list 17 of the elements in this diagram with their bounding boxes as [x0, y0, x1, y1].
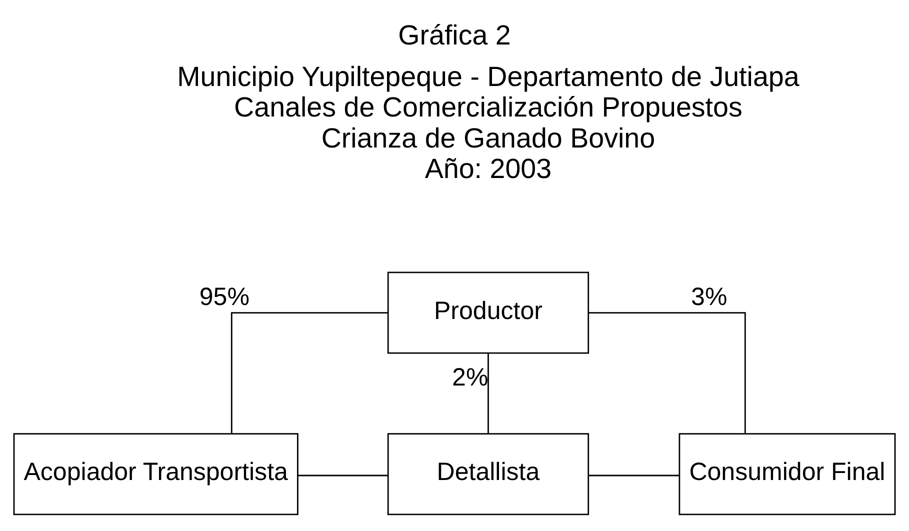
diagram-title: Gráfica 2: [398, 19, 511, 50]
node-box: Detallista: [387, 433, 590, 516]
label: Canales de Comercialización Propuestos: [234, 92, 742, 123]
node-box: Productor: [387, 272, 590, 354]
connector: [230, 312, 388, 434]
edge-label: 2%: [452, 364, 488, 392]
edge-label: 3%: [691, 282, 728, 311]
node-box: Acopiador Transportista: [13, 433, 298, 516]
edge-label: 95%: [199, 282, 250, 311]
connector: [488, 354, 489, 434]
node-box: Consumidor Final: [678, 433, 896, 516]
label: Año: 2003: [424, 152, 552, 184]
connector: [588, 312, 746, 434]
connector: [588, 474, 680, 476]
connector: [298, 474, 388, 476]
label: Crianza de Ganado Bovino: [321, 122, 656, 154]
label: Municipio Yupiltepeque - Departamento de Jutiapa: [177, 61, 800, 92]
